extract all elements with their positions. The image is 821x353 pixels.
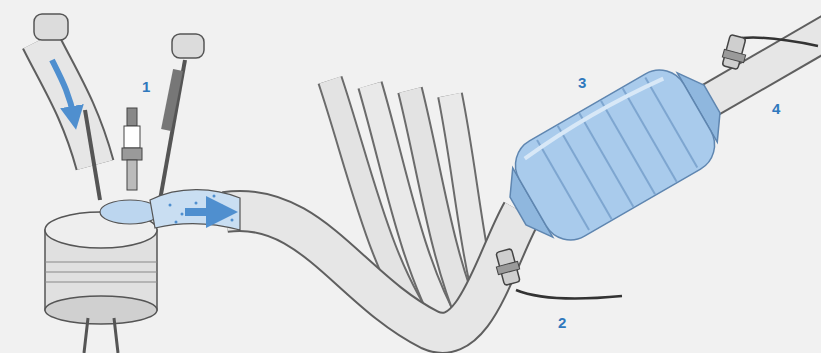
- callout-number: 3: [578, 74, 586, 92]
- lambda-sensor-downstream: [722, 34, 818, 69]
- catalytic-converter: [491, 51, 740, 258]
- callout-number: 2: [558, 314, 566, 332]
- exhaust-pipe: [225, 211, 522, 333]
- callout-number: 1: [142, 78, 150, 96]
- engine-cylinder: [34, 14, 240, 353]
- lambda-sensor-upstream: [496, 249, 622, 299]
- callout-number: 4: [772, 100, 780, 118]
- outlet-pipe: [700, 28, 821, 106]
